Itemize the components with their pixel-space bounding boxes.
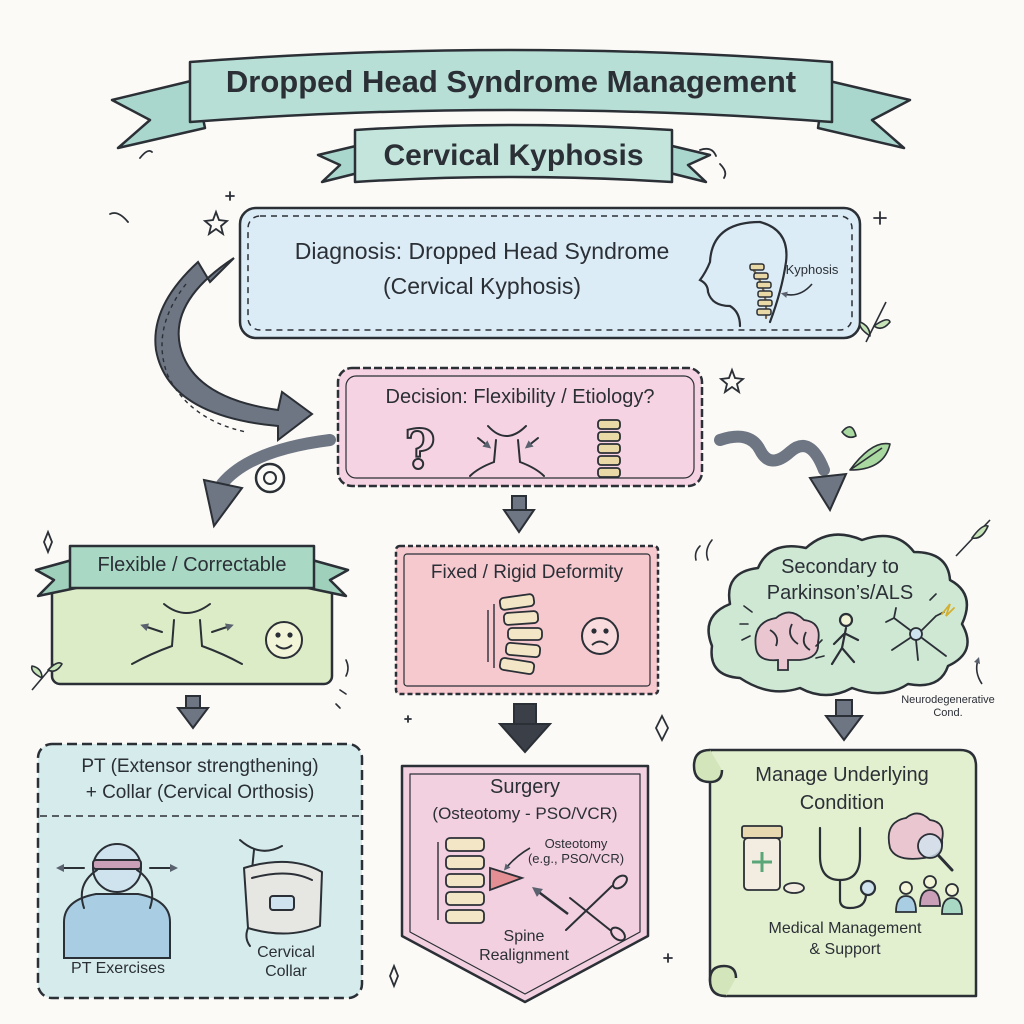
flexible-label: Flexible / Correctable bbox=[97, 554, 287, 576]
decision-label: Decision: Flexibility / Etiology? bbox=[385, 386, 655, 408]
realign-label: Spine Realignment bbox=[464, 928, 584, 966]
pt-line2: + Collar (Cervical Orthosis) bbox=[85, 782, 315, 804]
neuro-callout-line2: Cond. bbox=[933, 706, 963, 719]
pt-label: PT (Extensor strengthening) + Collar (Ce… bbox=[40, 756, 360, 805]
support-line2: & Support bbox=[809, 940, 881, 958]
secondary-line2: Parkinson’s/ALS bbox=[766, 581, 914, 604]
leaf-icon bbox=[30, 301, 991, 691]
diagnosis-line1: Diagnosis: Dropped Head Syndrome bbox=[294, 238, 670, 264]
people-support-icon bbox=[895, 875, 963, 915]
surgery-title: Surgery bbox=[489, 776, 561, 798]
neuro-callout-label: Neurodegenerative Cond. bbox=[878, 694, 1018, 720]
spine-osteotomy-icon bbox=[437, 837, 525, 924]
neuron-icon bbox=[885, 603, 955, 661]
pt-line1: PT (Extensor strengthening) bbox=[81, 756, 319, 777]
motion-marks bbox=[335, 539, 937, 709]
question-mark-icon: ? bbox=[404, 417, 436, 481]
pt-exercise-icon bbox=[56, 843, 178, 959]
diagnosis-box bbox=[238, 206, 862, 340]
support-line1: Medical Management bbox=[768, 920, 922, 937]
title-banner bbox=[110, 48, 912, 150]
realign-arrow bbox=[532, 887, 569, 915]
stethoscope-icon bbox=[818, 826, 877, 910]
flexible-banner bbox=[34, 544, 350, 598]
arrow-decision-to-flexible bbox=[202, 434, 336, 529]
page-title: Dropped Head Syndrome Management bbox=[225, 64, 797, 99]
diagnosis-line2: (Cervical Kyphosis) bbox=[382, 273, 582, 300]
surgery-box bbox=[400, 764, 650, 1004]
osteotomy-callout-line2: (e.g., PSO/VCR) bbox=[527, 851, 625, 867]
osteotomy-callout-arrow bbox=[503, 847, 531, 871]
manage-scroll bbox=[692, 748, 978, 998]
realign-line1: Spine bbox=[503, 928, 545, 945]
sad-face-icon bbox=[581, 617, 619, 655]
surgery-label: Surgery (Osteotomy - PSO/VCR) bbox=[410, 776, 640, 824]
spine-bent-icon bbox=[487, 593, 543, 675]
neuro-callout-arrow bbox=[973, 656, 983, 685]
spine-icon bbox=[597, 419, 621, 478]
diagnosis-label: Diagnosis: Dropped Head Syndrome (Cervic… bbox=[262, 238, 702, 300]
arrow-decision-to-secondary bbox=[714, 430, 848, 513]
secondary-line1: Secondary to bbox=[781, 556, 899, 578]
surgery-subtitle: (Osteotomy - PSO/VCR) bbox=[432, 803, 618, 823]
osteotomy-callout-line1: Osteotomy bbox=[544, 836, 608, 851]
sparkle-icon bbox=[43, 147, 887, 989]
smile-icon bbox=[265, 621, 303, 659]
page-subtitle: Cervical Kyphosis bbox=[383, 139, 644, 172]
manage-label: Manage Underlying Condition bbox=[722, 764, 962, 815]
walking-person-icon bbox=[830, 612, 860, 666]
arrow-fixed-to-surgery bbox=[497, 703, 553, 754]
collar-line2: Collar bbox=[265, 962, 307, 980]
neuro-callout-line1: Neurodegenerative bbox=[901, 694, 995, 706]
support-label: Medical Management & Support bbox=[730, 920, 960, 960]
osteotomy-callout-label: Osteotomy (e.g., PSO/VCR) bbox=[514, 836, 638, 867]
arrow-decision-to-fixed bbox=[502, 495, 536, 534]
pill-bottle-icon bbox=[741, 825, 805, 894]
secondary-label: Secondary to Parkinson’s/ALS bbox=[740, 556, 940, 605]
scissors-icon bbox=[565, 874, 628, 942]
neck-flexible-icon bbox=[131, 603, 243, 665]
brain-magnifier-icon bbox=[887, 812, 954, 872]
neck-icon bbox=[469, 425, 545, 477]
arrow-secondary-to-manage bbox=[824, 699, 864, 742]
brain-icon bbox=[754, 611, 820, 671]
kyphosis-callout-label: Kyphosis bbox=[785, 262, 839, 277]
arrow-flexible-to-pt bbox=[176, 695, 210, 730]
kyphosis-callout-arrow bbox=[780, 283, 813, 298]
manage-line2: Condition bbox=[799, 791, 885, 814]
pt-exercises-label: PT Exercises bbox=[71, 960, 165, 977]
collar-label: Cervical Collar bbox=[238, 944, 334, 982]
arrow-diagnosis-to-decision bbox=[154, 257, 314, 443]
realign-line2: Realignment bbox=[479, 946, 569, 964]
head-profile-icon bbox=[698, 220, 788, 328]
collar-line1: Cervical bbox=[257, 944, 315, 961]
fixed-label: Fixed / Rigid Deformity bbox=[430, 562, 624, 583]
manage-line1: Manage Underlying bbox=[755, 764, 929, 786]
cervical-collar-icon bbox=[239, 839, 323, 947]
subtitle-banner bbox=[316, 123, 712, 184]
